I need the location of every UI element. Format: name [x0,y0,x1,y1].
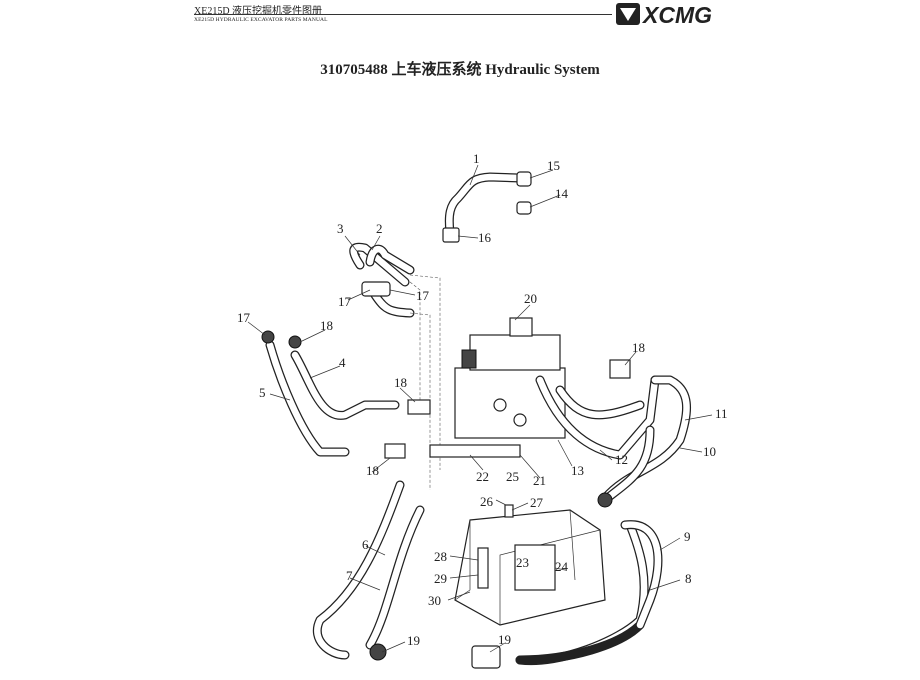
leader-lines [247,164,713,653]
hoses-4-5 [261,330,431,459]
callout-30: 30 [428,593,441,608]
hoses-2-3 [349,242,415,318]
callout-17b: 17 [416,288,430,303]
callout-18a: 18 [320,318,333,333]
callout-17c: 17 [237,310,251,325]
hoses-10-13 [535,359,692,508]
callout-9: 9 [684,529,691,544]
mounting-frame [454,504,606,626]
callout-8: 8 [685,571,692,586]
callout-6: 6 [362,537,369,552]
callout-24: 24 [555,559,569,574]
header-title-en: XE215D HYDRAULIC EXCAVATOR PARTS MANUAL [194,17,328,23]
callout-5: 5 [259,385,266,400]
callout-4: 4 [339,355,346,370]
callout-19b: 19 [498,632,511,647]
callout-20: 20 [524,291,537,306]
hose-1 [442,171,532,243]
callout-29: 29 [434,571,447,586]
callout-21: 21 [533,473,546,488]
header-title-cn: XE215D 液压挖掘机零件图册 [194,6,323,17]
header-divider [194,14,612,15]
callout-18c: 18 [632,340,645,355]
xcmg-logo: XCMG [616,2,712,26]
callout-18b: 18 [394,375,407,390]
callout-2: 2 [376,221,383,236]
callout-7: 7 [346,568,353,583]
callout-16: 16 [478,230,492,245]
callout-14: 14 [555,186,569,201]
hoses-8-9 [515,520,663,666]
callout-3: 3 [337,221,344,236]
callout-19a: 19 [407,633,420,648]
callout-10: 10 [703,444,716,459]
callout-1: 1 [473,151,480,166]
callout-26: 26 [480,494,494,509]
callout-27: 27 [530,495,544,510]
callout-22: 22 [476,469,489,484]
callout-labels: 1 15 14 16 3 2 17 17 20 17 18 4 5 18 18 … [237,151,728,648]
callout-13: 13 [571,463,584,478]
callout-23: 23 [516,555,529,570]
callout-15: 15 [547,158,560,173]
page-title: 310705488 上车液压系统 Hydraulic System [320,62,600,78]
callout-28: 28 [434,549,447,564]
hoses-6-7 [313,480,501,669]
callout-12: 12 [615,452,628,467]
callout-18d: 18 [366,463,379,478]
callout-17a: 17 [338,294,352,309]
svg-text:XCMG: XCMG [641,2,712,26]
callout-11: 11 [715,406,728,421]
callout-25: 25 [506,469,519,484]
